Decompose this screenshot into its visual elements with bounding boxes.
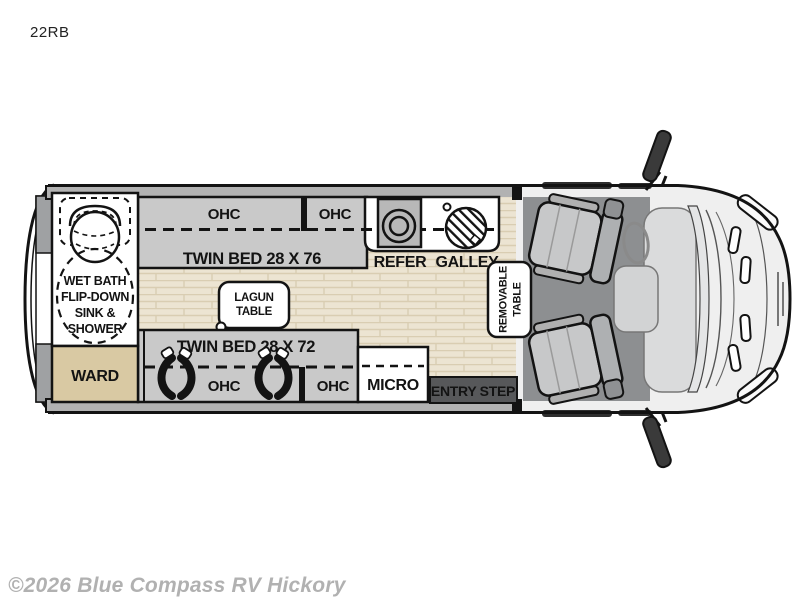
wet-bath-label-3: SINK & <box>75 306 116 320</box>
b-pillar-top <box>512 186 522 200</box>
lagun-table-label-2: TABLE <box>236 306 273 318</box>
wet-bath-zone-outline <box>55 247 135 345</box>
wet-bath-label-4: SHOWER <box>68 322 123 336</box>
grab-handle-icon <box>157 354 293 400</box>
van-rear-cap <box>23 183 54 415</box>
mirror-icon <box>642 129 672 469</box>
refer-box <box>376 197 423 249</box>
removable-table-label-2: TABLE <box>512 282 524 316</box>
twin-bed-top-label: TWIN BED 28 X 76 <box>183 250 321 268</box>
wardrobe <box>50 344 140 404</box>
entry-step <box>429 376 518 404</box>
ohc-divider-top <box>301 197 307 231</box>
wet-bath-label-2: FLIP-DOWN <box>61 290 129 304</box>
van-outline <box>48 184 792 414</box>
removable-table-label-1: REMOVABLE <box>498 266 510 333</box>
lagun-table <box>217 280 291 330</box>
cooktop-burner-icon <box>381 208 417 244</box>
passenger-seat <box>527 313 625 405</box>
sink-icon <box>444 206 488 250</box>
engine-console <box>613 265 659 333</box>
ohc-bottom-right-label: OHC <box>317 378 350 395</box>
hood-vents <box>727 226 752 372</box>
model-label: 22RB <box>30 24 70 41</box>
micro-label: MICRO <box>367 377 419 394</box>
wet-bath-label-1: WET BATH <box>64 274 127 288</box>
ohc-top-left-label: OHC <box>208 206 241 223</box>
lagun-table-label-1: LAGUN <box>234 292 273 304</box>
galley-label: GALLEY <box>435 254 499 271</box>
twin-bed-bottom-label: TWIN BED 28 X 72 <box>177 338 315 356</box>
steering-wheel-icon <box>622 221 650 265</box>
watermark: ©2026 Blue Compass RV Hickory <box>8 574 346 597</box>
toilet-icon <box>59 197 131 264</box>
entry-step-label: ENTRY STEP <box>431 383 515 399</box>
wardrobe-label: WARD <box>71 368 119 385</box>
windshield <box>687 205 710 393</box>
driver-seat <box>527 193 625 285</box>
sink-drain <box>469 233 482 246</box>
hood-lines <box>705 209 784 389</box>
faucet-icon <box>442 202 452 212</box>
twin-bed-bottom <box>136 328 360 404</box>
removable-table <box>486 260 533 339</box>
cooktop-burner-inner <box>388 215 410 237</box>
b-pillar-bottom <box>512 399 522 413</box>
ohc-top-right-label: OHC <box>319 206 352 223</box>
grab-handle-caps <box>160 346 290 360</box>
ohc-bottom-left-label: OHC <box>208 378 241 395</box>
micro-cabinet <box>356 345 430 404</box>
refer-label: REFER <box>374 254 427 271</box>
ohc-divider-bottom <box>299 367 305 402</box>
